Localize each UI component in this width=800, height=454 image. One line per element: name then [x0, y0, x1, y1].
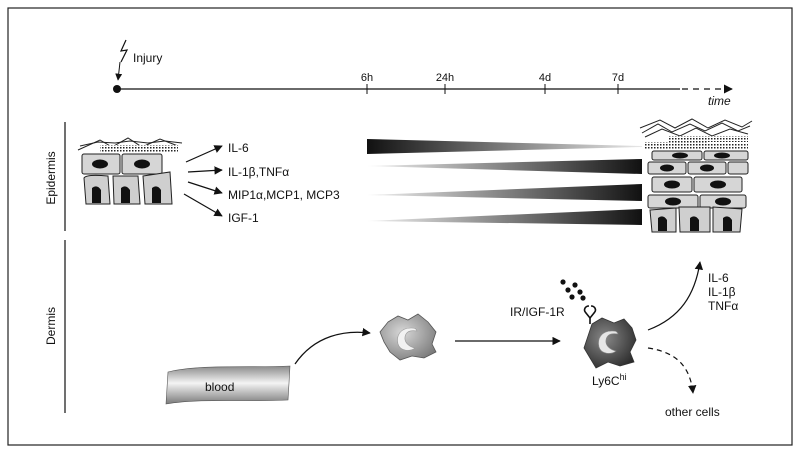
receptor-icon	[583, 305, 597, 320]
macrophage-label-sup: hi	[620, 372, 627, 382]
blood-to-monocyte-arrow	[294, 327, 371, 365]
injury-bolt-icon	[119, 39, 129, 63]
output-label-tnfa: TNFα	[708, 299, 738, 313]
healed-epidermis-tissue	[639, 118, 753, 233]
wedge-il6	[367, 139, 642, 154]
epidermis-label: Epidermis	[44, 151, 58, 204]
tick-label-7d: 7d	[612, 72, 624, 84]
macrophage-label: Ly6Chi	[592, 372, 627, 388]
output-label-il6: IL-6	[708, 271, 729, 285]
macrophage-label-main: Ly6C	[592, 374, 620, 388]
monocyte-cell	[379, 313, 437, 361]
expression-wedges	[367, 139, 642, 225]
cytokine-label-igf1: IGF-1	[228, 211, 259, 225]
macrophage-output-arrow	[647, 261, 704, 331]
timeline: Injury time 6h 24h 4d 7d	[113, 39, 733, 108]
receptor-label: IR/IGF-1R	[510, 305, 565, 319]
other-cells-label: other cells	[665, 405, 720, 419]
cytokine-arrows	[183, 145, 223, 217]
time-axis-label: time	[708, 94, 731, 108]
cytokine-label-il6: IL-6	[228, 141, 249, 155]
cytokine-label-mip-mcp: MIP1α,MCP1, MCP3	[228, 188, 340, 202]
wedge-igf1	[367, 209, 642, 225]
wedge-il1b-tnfa	[367, 159, 642, 174]
wedge-mip-mcp	[367, 184, 642, 201]
tick-label-6h: 6h	[361, 72, 373, 84]
dermis-label: Dermis	[44, 307, 58, 345]
other-cells-dashed-arrow	[647, 347, 697, 394]
igf-ligand-dots	[560, 279, 586, 301]
tick-label-4d: 4d	[539, 72, 551, 84]
cytokine-label-il1b-tnfa: IL-1β,TNFα	[228, 165, 289, 179]
ly6c-hi-macrophage-cell	[583, 317, 637, 369]
figure-frame	[7, 7, 793, 446]
blood-vessel	[165, 365, 291, 405]
injury-arrow	[115, 61, 123, 81]
injured-epidermis-tissue	[77, 137, 183, 205]
output-label-il1b: IL-1β	[708, 285, 736, 299]
blood-label: blood	[205, 380, 234, 394]
injury-label: Injury	[133, 51, 162, 65]
tick-label-24h: 24h	[436, 72, 454, 84]
